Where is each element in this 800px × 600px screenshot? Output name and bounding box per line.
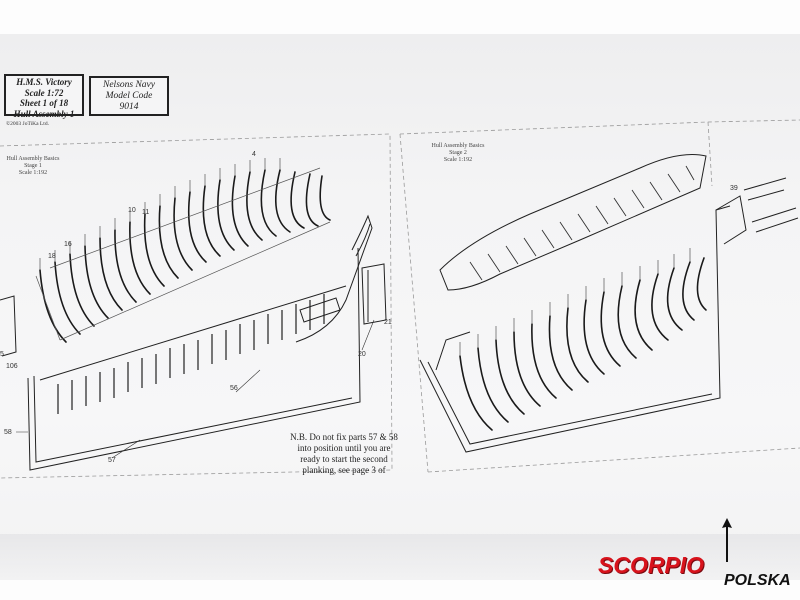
stage-number: Stage 1 <box>24 163 42 169</box>
part-number: 11 <box>142 209 149 216</box>
code-line: Model Code <box>105 91 153 101</box>
stage-title: Hull Assembly Basics <box>6 156 60 162</box>
copyright-text: ©2003 JoTiKa Ltd. <box>6 121 49 127</box>
part-number: 18 <box>48 253 56 260</box>
part-number: 106 <box>6 363 18 370</box>
leader-lines <box>16 319 375 459</box>
logo-brand: SCORPIO <box>598 552 705 578</box>
part-number: 10 <box>128 207 136 214</box>
stage2-frames <box>459 257 707 431</box>
assembly-note: N.B. Do not fix parts 57 & 58 into posit… <box>284 432 404 476</box>
stage-number: Stage 2 <box>449 150 467 156</box>
stage1-keel <box>27 214 373 471</box>
part-number: 21 <box>384 319 392 326</box>
stage1-bulkhead-slots <box>57 294 325 414</box>
paper-shadow <box>0 534 800 580</box>
note-line: into position until you are <box>297 443 391 453</box>
scorpion-tail-icon <box>722 518 732 562</box>
stage2-deck <box>439 154 707 291</box>
stage1-frames <box>39 169 331 343</box>
panel-borders <box>0 119 800 479</box>
stage2-label: Hull Assembly Basics Stage 2 Scale 1:192 <box>422 143 494 164</box>
title-box: H.M.S. Victory Scale 1:72 Sheet 1 of 18 … <box>4 74 84 119</box>
instruction-sheet <box>0 34 800 580</box>
part-number: 5 <box>0 351 4 358</box>
model-code-box: Nelsons Navy Model Code 9014 <box>89 76 169 116</box>
part-number: 4 <box>252 151 256 158</box>
stage2-deck-slots <box>469 165 695 281</box>
note-line: planking, see page 3 of <box>302 465 386 475</box>
scorpio-logo: SCORPIO POLSKA <box>598 518 800 592</box>
stage2-frame-tabs <box>459 248 691 356</box>
note-line: N.B. Do not fix parts 57 & 58 <box>290 432 398 442</box>
part-number: 56 <box>230 385 238 392</box>
stage2-keel <box>419 177 799 453</box>
code-line: 9014 <box>119 102 139 112</box>
logo-sub: POLSKA <box>724 572 791 589</box>
part-number: 39 <box>730 185 738 192</box>
part-number: 58 <box>4 429 12 436</box>
part-number: 16 <box>64 241 72 248</box>
part-number-labels: 4 10 11 16 18 20 21 39 56 57 58 106 5 <box>0 151 738 464</box>
stage1-frame-tabs <box>35 158 331 341</box>
title-line: Hull Assembly 1 <box>13 108 75 119</box>
title-line: Sheet 1 of 18 <box>19 98 69 108</box>
stage-scale: Scale 1:192 <box>18 170 48 176</box>
title-line: H.M.S. Victory <box>16 77 72 87</box>
part-number: 20 <box>358 351 366 358</box>
stage1-stern-parts <box>0 263 387 357</box>
part-number: 57 <box>108 457 116 464</box>
stage1-label: Hull Assembly Basics Stage 1 Scale 1:192 <box>0 156 66 177</box>
title-line: Scale 1:72 <box>24 87 64 98</box>
note-line: ready to start the second <box>300 454 388 464</box>
stage-scale: Scale 1:192 <box>443 157 473 163</box>
code-line: Nelsons Navy <box>103 80 155 90</box>
stage-title: Hull Assembly Basics <box>431 143 485 149</box>
